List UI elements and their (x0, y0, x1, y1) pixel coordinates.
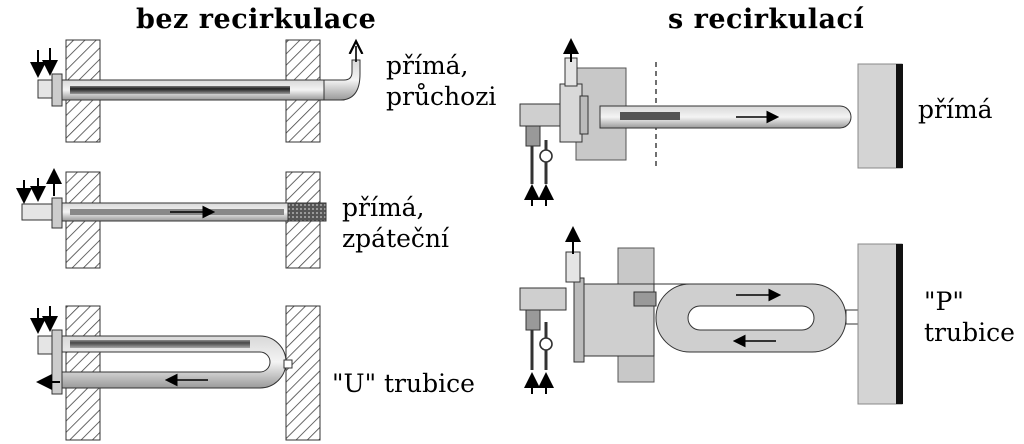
flange (51, 329, 63, 395)
diagram-straight-recirc (519, 38, 903, 206)
label-straight-through-line2: průchozi (386, 82, 497, 111)
label-straight-return: přímá, zpáteční (342, 192, 449, 254)
connector (37, 79, 53, 99)
heating-element (70, 340, 250, 348)
connector (37, 335, 53, 355)
head-flange (579, 95, 589, 135)
tank-wall (857, 63, 903, 169)
valve (525, 125, 541, 147)
heading-with-recirculation: s recirkulací (668, 4, 865, 35)
p-tube-inner (687, 305, 815, 331)
heading-without-recirculation: bez recirkulace (136, 4, 377, 35)
label-straight-return-line2: zpáteční (342, 224, 450, 253)
label-p-tube-line1: "P" (924, 287, 964, 316)
fitting (539, 337, 553, 351)
riser (564, 57, 578, 87)
label-straight-return-line1: přímá, (342, 193, 425, 222)
tank-wall (857, 243, 903, 405)
outlet-elbow (323, 59, 361, 101)
heater-tube (599, 105, 852, 129)
inner-tube (620, 112, 680, 120)
diagram-u-tube (30, 305, 321, 441)
flange (51, 73, 63, 107)
label-straight-through-line1: přímá, (386, 51, 469, 80)
hanger (283, 359, 293, 369)
tank-wall-edge (896, 64, 903, 168)
label-straight-recirc: přímá (918, 95, 993, 124)
wall-right (285, 305, 321, 441)
valve (525, 309, 541, 331)
riser (565, 251, 581, 283)
tank-wall-edge (896, 244, 903, 404)
diagram-straight-return (16, 168, 327, 269)
pump-assembly (519, 287, 567, 311)
end-plug (287, 202, 327, 222)
pump-assembly (519, 103, 561, 127)
label-straight-through: přímá, průchozi (386, 50, 496, 112)
u-tube-body (59, 335, 287, 389)
flange (51, 197, 63, 229)
label-u-tube: "U" trubice (332, 369, 475, 398)
connector (21, 203, 53, 221)
diagram-straight-through (30, 40, 361, 143)
head-flange (573, 277, 585, 363)
label-p-tube-line2: trubice (924, 318, 1015, 347)
fitting (539, 149, 553, 163)
diagram-p-tube (519, 226, 903, 405)
label-p-tube: "P" trubice (924, 286, 1015, 348)
heating-element (70, 86, 290, 94)
head-body (559, 83, 583, 143)
element-box (633, 291, 657, 307)
